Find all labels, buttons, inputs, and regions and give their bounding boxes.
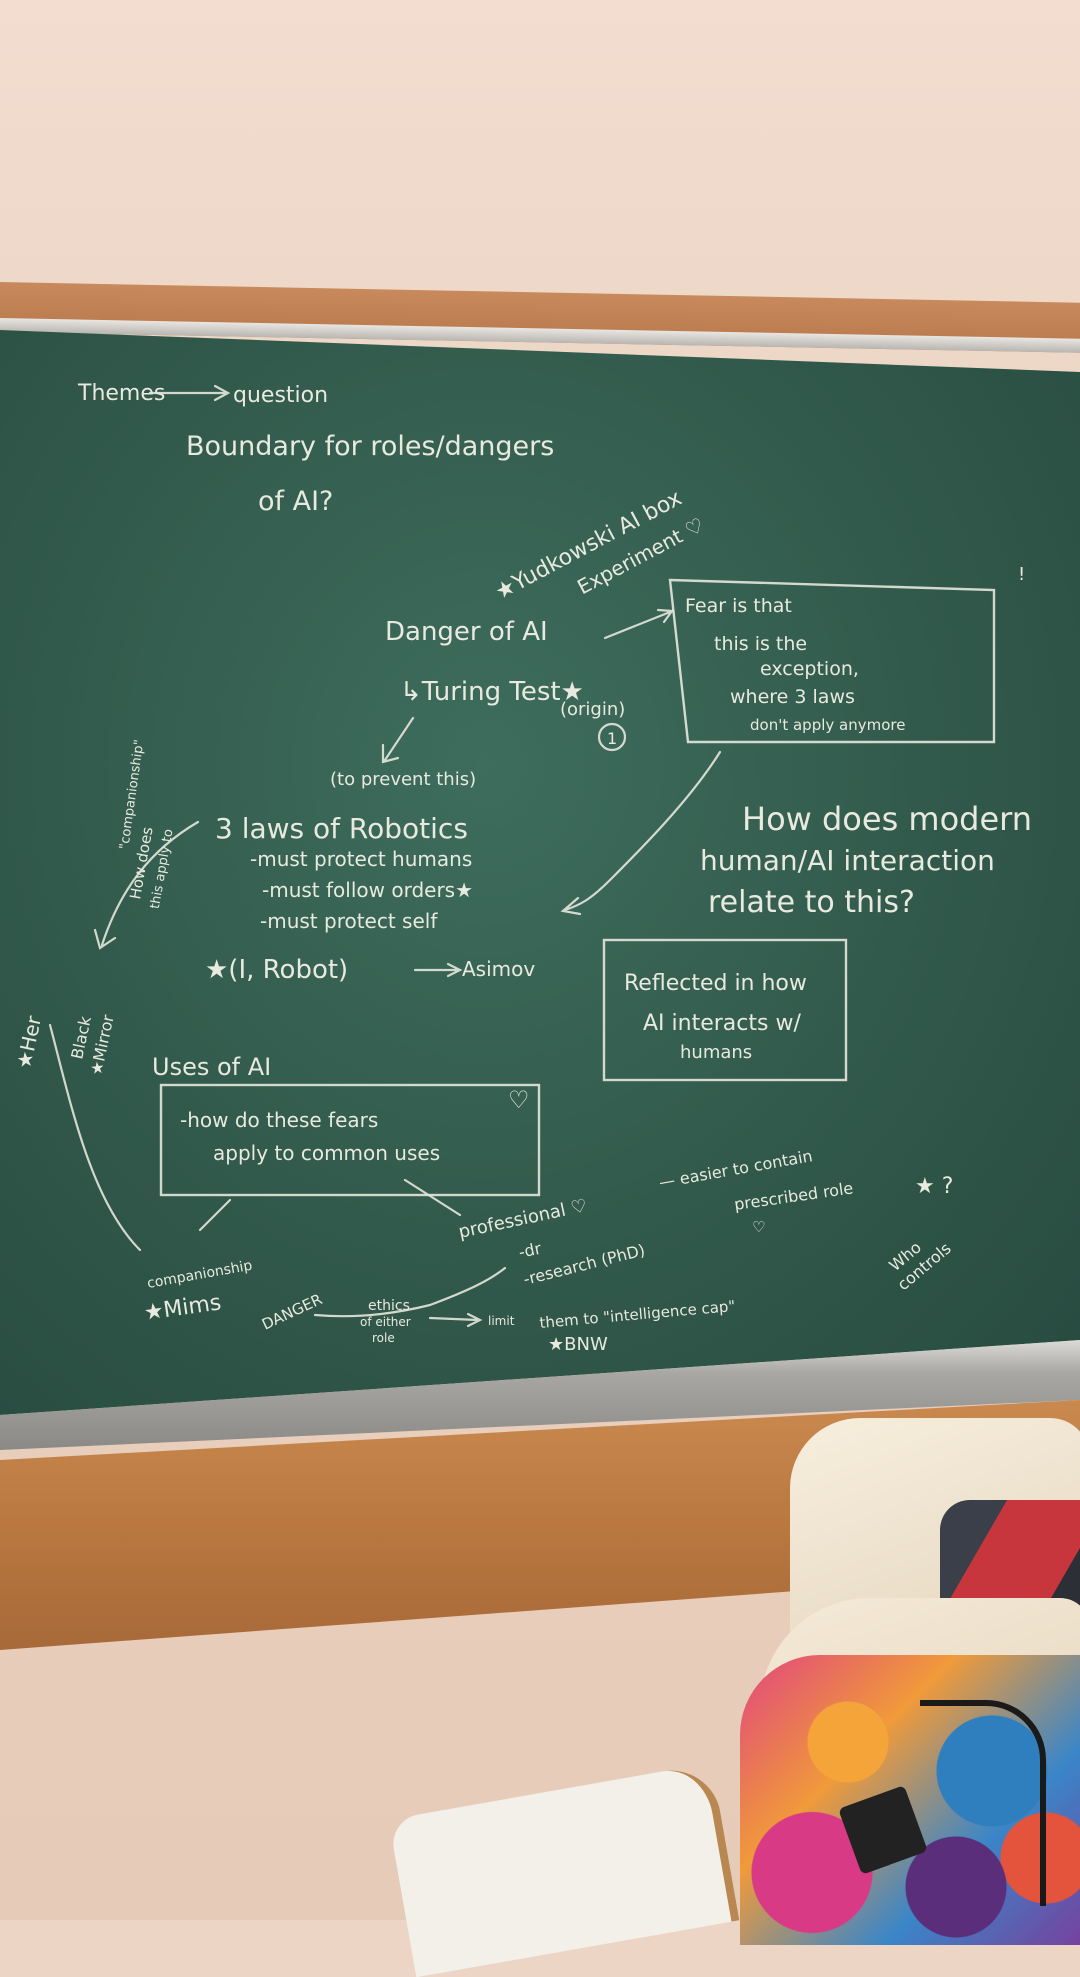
reflected-line1: Reflected in how <box>624 971 807 996</box>
professional-label: professional ♡ <box>457 1195 589 1243</box>
fear-line5: don't apply anymore <box>750 716 905 734</box>
chalkboard <box>0 330 1080 1415</box>
dr-label: -dr <box>517 1239 543 1262</box>
arrow <box>603 608 675 640</box>
prevent-label: (to prevent this) <box>330 769 476 790</box>
asimov: Asimov <box>462 957 535 981</box>
origin-label: (origin) <box>560 699 625 720</box>
star-question: ★ ? <box>915 1174 953 1199</box>
connector-curve <box>560 750 722 916</box>
origin-circle <box>597 722 627 752</box>
modern-line3: relate to this? <box>708 885 915 920</box>
mims-label: ★Mims <box>142 1290 222 1326</box>
origin-number: 1 <box>607 729 617 748</box>
fear-line3: exception, <box>760 658 859 680</box>
law-1: -must protect humans <box>250 847 472 871</box>
turing-test: ↳Turing Test★ <box>400 677 584 707</box>
law-2: -must follow orders★ <box>262 878 473 902</box>
danger-line <box>313 1266 507 1318</box>
companionship-label: companionship <box>146 1258 254 1292</box>
ethics-line1: ethics <box>368 1298 410 1314</box>
uses-box <box>159 1083 541 1197</box>
her-label: ★Her <box>11 1013 46 1071</box>
uses-title: Uses of AI <box>152 1053 271 1081</box>
backpack-red <box>940 1500 1080 1610</box>
modern-line1: How does modern <box>742 800 1032 838</box>
uses-line2: apply to common uses <box>213 1141 440 1165</box>
arrow <box>428 1312 483 1328</box>
fear-box <box>668 578 996 744</box>
backpack-zipper <box>920 1700 1046 1906</box>
fear-line2: this is the <box>714 633 807 655</box>
danger-label: DANGER <box>259 1290 325 1333</box>
bnw-label: ★BNW <box>548 1334 608 1355</box>
reflected-line2: AI interacts w/ <box>643 1011 801 1036</box>
arrow <box>413 962 463 978</box>
arrow <box>148 384 231 402</box>
law-3: -must protect self <box>260 909 438 933</box>
fear-line1: Fear is that <box>685 595 792 617</box>
heart-icon: ♡ <box>508 1086 530 1114</box>
uses-line1: -how do these fears <box>180 1108 378 1132</box>
main-question-line2: of AI? <box>258 486 333 517</box>
easier-label: — easier to contain <box>657 1146 813 1192</box>
fear-line4: where 3 laws <box>730 686 855 708</box>
modern-line2: human/AI interaction <box>700 844 995 877</box>
tail-lines <box>198 1178 462 1232</box>
ethics-line2: of either <box>360 1315 411 1329</box>
reflected-box <box>602 938 848 1082</box>
arrow <box>381 716 415 764</box>
bracket-curve <box>48 1023 142 1252</box>
chalk-writing: Themes question Boundary for roles/dange… <box>11 381 1032 1355</box>
prescribed-label: prescribed role <box>733 1178 854 1214</box>
main-question-line1: Boundary for roles/dangers <box>186 431 554 462</box>
arrow <box>93 820 200 950</box>
reflected-line3: humans <box>680 1042 752 1063</box>
laws-title: 3 laws of Robotics <box>215 812 468 845</box>
exclaim-mark: ! <box>1018 564 1025 585</box>
limit-label: limit <box>488 1314 515 1328</box>
danger-of-ai: Danger of AI <box>385 617 548 647</box>
i-robot: ★(I, Robot) <box>205 955 348 985</box>
ethics-line3: role <box>372 1331 395 1345</box>
heart-icon: ♡ <box>752 1218 765 1236</box>
intelligence-cap-label: them to "intelligence cap" <box>539 1297 736 1332</box>
question-label: question <box>233 383 328 408</box>
